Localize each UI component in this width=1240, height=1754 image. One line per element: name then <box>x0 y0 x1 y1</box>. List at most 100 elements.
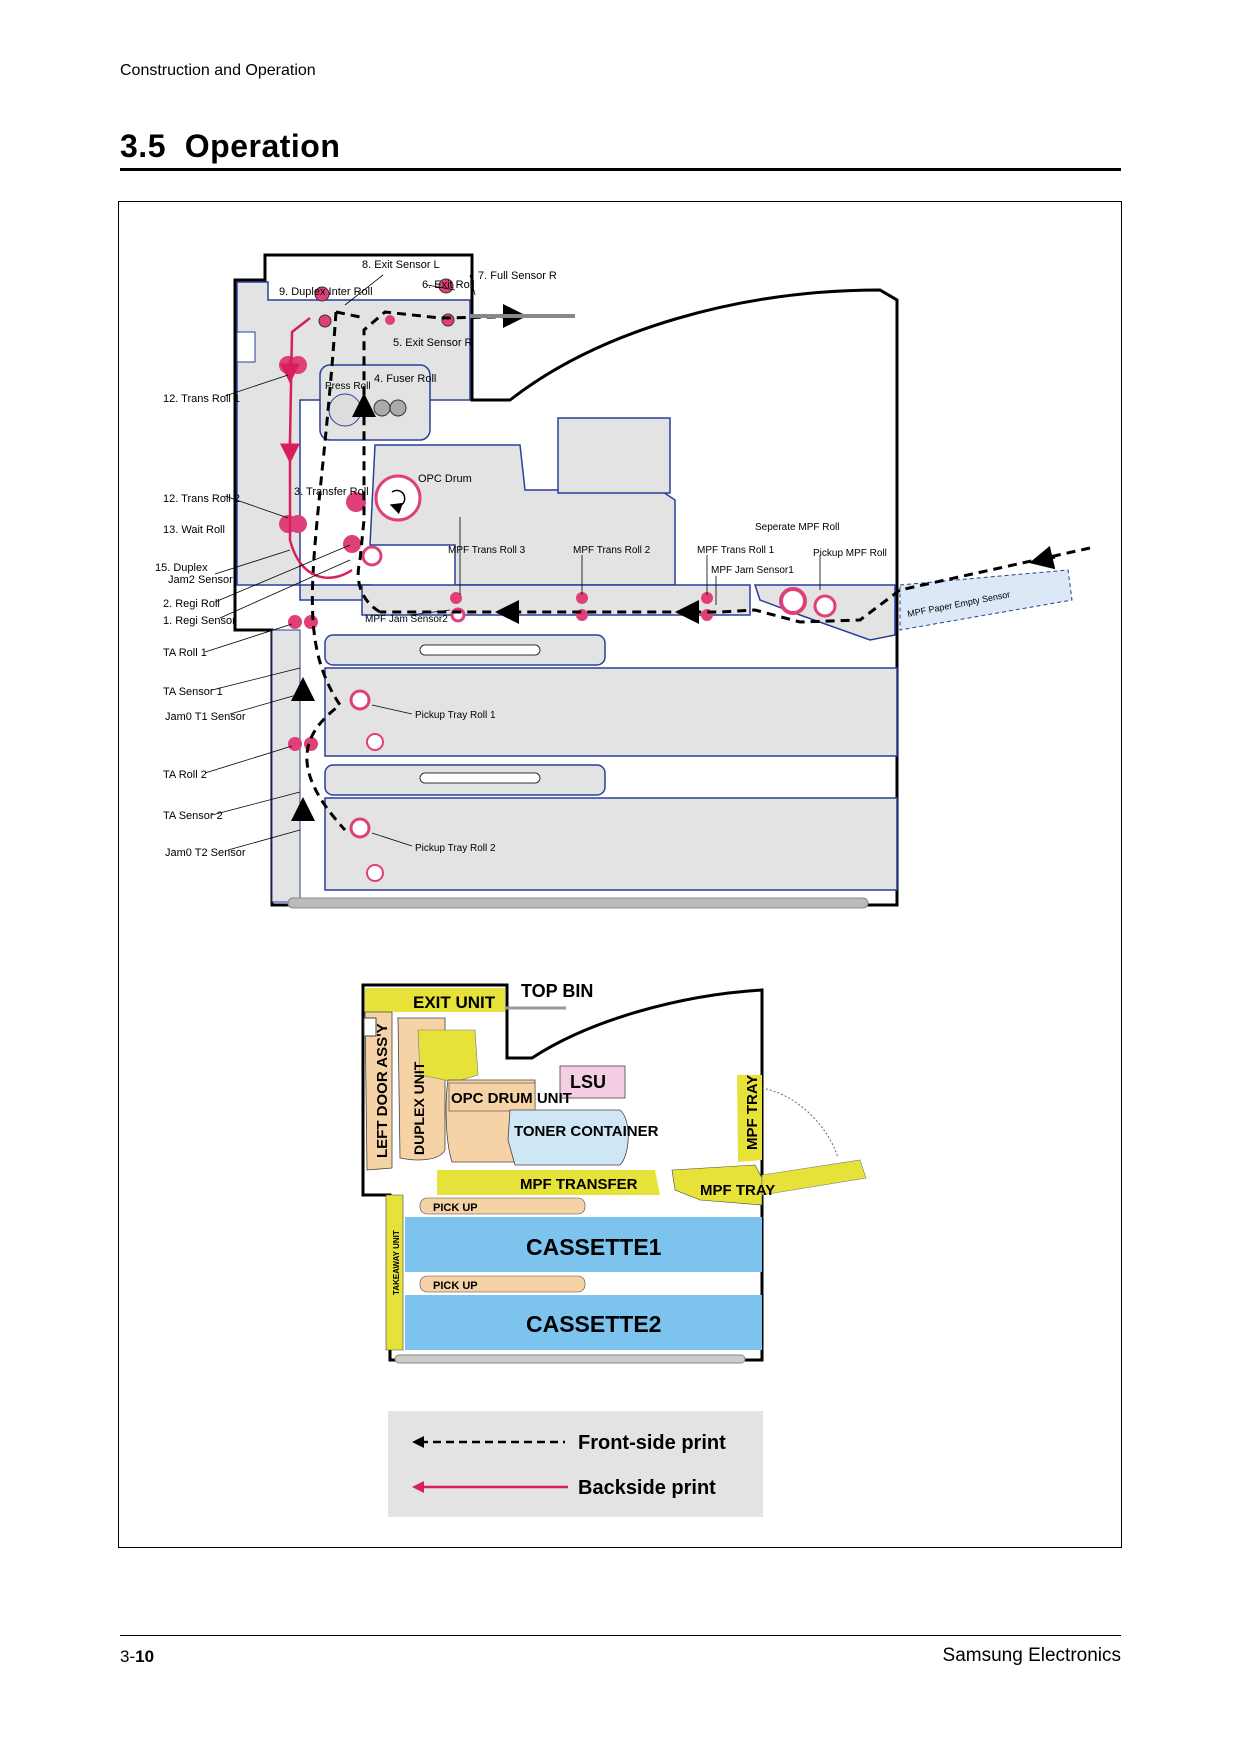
label-regi-sensor: 1. Regi Sensor <box>163 615 236 627</box>
label-full-sensor-r: 7. Full Sensor R <box>478 270 557 282</box>
exit-roll-lower <box>441 313 455 327</box>
label-mpf-jam-sensor1: MPF Jam Sensor1 <box>711 565 794 576</box>
label-exit-sensor-l: 8. Exit Sensor L <box>362 259 440 271</box>
label-fuser-roll: 4. Fuser Roll <box>374 373 436 385</box>
label-pickup-tray-roll-1: Pickup Tray Roll 1 <box>415 710 496 721</box>
section-title: 3.5 Operation <box>120 128 340 165</box>
legend-backside-label: Backside print <box>578 1477 716 1499</box>
label-pick-up-2: PICK UP <box>433 1280 478 1292</box>
label-pickup-mpf-roll: Pickup MPF Roll <box>813 548 887 559</box>
legend-front-side-arrow <box>412 1436 424 1448</box>
transfer-roll <box>346 492 366 512</box>
seperate-mpf-roll <box>779 587 807 615</box>
label-exit-roll: 6. Exit Roll <box>422 279 475 291</box>
cassette1 <box>405 1217 762 1272</box>
cassette2 <box>405 1295 762 1350</box>
section-number: 3.5 <box>120 128 166 164</box>
legend-box <box>388 1411 763 1517</box>
regi-roll <box>343 535 361 553</box>
paper-path-diagram: 8. Exit Sensor L 7. Full Sensor R 9. Dup… <box>155 253 1091 909</box>
label-mpf-tray-vertical: MPF TRAY <box>744 1075 761 1150</box>
cassette-1-lower <box>324 667 898 757</box>
pick-up-2 <box>419 1275 586 1293</box>
label-mpf-trans-roll-3: MPF Trans Roll 3 <box>448 545 526 556</box>
lsu-block <box>557 417 671 494</box>
label-jam0-t2-sensor: Jam0 T2 Sensor <box>165 847 246 859</box>
figure-frame <box>118 201 1122 1548</box>
cassette-1-slot <box>419 644 541 656</box>
label-left-door-assy: LEFT DOOR ASS'Y <box>374 1023 391 1158</box>
label-mpf-transfer: MPF TRANSFER <box>520 1176 638 1193</box>
label-pick-up-1: PICK UP <box>433 1202 478 1214</box>
opc-toner-block <box>369 444 676 586</box>
exit-sensor-l-roll <box>385 315 395 325</box>
takeaway-column <box>271 629 301 903</box>
label-top-bin: TOP BIN <box>521 981 593 1001</box>
title-rule <box>120 168 1121 171</box>
printer-base <box>287 897 869 909</box>
label-lsu: LSU <box>570 1072 606 1092</box>
pickup-tray-roll-2 <box>349 817 371 839</box>
running-header: Construction and Operation <box>120 62 316 79</box>
label-jam0-t1-sensor: Jam0 T1 Sensor <box>165 711 246 723</box>
left-door-handle-bottom <box>363 1017 377 1037</box>
toner-container <box>507 1109 629 1166</box>
label-cassette2: CASSETTE2 <box>526 1311 661 1337</box>
label-wait-roll: 13. Wait Roll <box>163 524 225 536</box>
exit-roll <box>438 278 454 294</box>
pickup-tray-roll-2b <box>366 864 384 882</box>
duplex-inter-roll-b <box>318 314 332 328</box>
trans-roll-2b <box>289 515 307 533</box>
press-roll <box>328 393 362 427</box>
ta-roll-1b <box>304 615 318 629</box>
label-seperate-mpf-roll: Seperate MPF Roll <box>755 522 839 533</box>
label-duplex-unit: DUPLEX UNIT <box>411 1061 427 1155</box>
legend: Front-side print Backside print <box>388 1411 763 1517</box>
footer-company: Samsung Electronics <box>942 1645 1121 1666</box>
ta-roll-1 <box>288 615 302 629</box>
label-exit-unit: EXIT UNIT <box>413 993 496 1012</box>
mpf-tray-body <box>671 1164 763 1206</box>
legend-backside-arrow <box>412 1481 424 1493</box>
page-number: 3-10 <box>120 1647 154 1667</box>
cassette-2-lower <box>324 797 898 891</box>
mpf-trans-roll-3 <box>450 592 462 604</box>
mpf-tray-extension-bottom <box>761 1159 867 1196</box>
label-exit-sensor-r: 5. Exit Sensor R <box>393 337 473 349</box>
label-mpf-jam-sensor2: MPF Jam Sensor2 <box>365 614 448 625</box>
label-cassette1: CASSETTE1 <box>526 1234 662 1260</box>
pickup-mpf-roll <box>813 594 837 618</box>
label-ta-roll-1: TA Roll 1 <box>163 647 207 659</box>
exit-unit-lower <box>417 1029 479 1083</box>
pick-up-1 <box>419 1197 586 1215</box>
unit-layout-diagram: EXIT UNIT TOP BIN LSU LEFT DOOR ASS'Y DU… <box>361 981 867 1364</box>
label-duplex-jam2-b: Jam2 Sensor <box>168 574 233 586</box>
lsu <box>559 1065 626 1099</box>
page-prefix: 3- <box>120 1647 136 1666</box>
label-regi-roll: 2. Regi Roll <box>163 598 220 610</box>
label-ta-sensor-2: TA Sensor 2 <box>163 810 223 822</box>
label-opc-drum: OPC Drum <box>418 473 472 485</box>
mpf-trans-roll-1 <box>701 592 713 604</box>
label-press-roll: Press Roll <box>325 381 371 392</box>
mpf-trans-roll-2 <box>576 592 588 604</box>
front-side-arrows <box>291 304 1056 821</box>
label-duplex-inter-roll: 9. Duplex Inter Roll <box>279 286 373 298</box>
opc-drum <box>374 474 422 522</box>
backside-path <box>288 317 353 579</box>
legend-front-side-label: Front-side print <box>578 1432 726 1454</box>
regi-roll-b <box>361 545 383 567</box>
mpf-tray-swing-arc <box>761 1087 839 1159</box>
label-trans-roll-2: 12. Trans Roll 2 <box>163 493 240 505</box>
mpf-transfer <box>437 1170 660 1195</box>
label-transfer-roll: 3. Transfer Roll <box>294 486 369 498</box>
ta-roll-2 <box>288 737 302 751</box>
left-door-handle <box>236 331 256 363</box>
opc-drum-rotation-icon <box>389 489 406 515</box>
label-pickup-tray-roll-2: Pickup Tray Roll 2 <box>415 843 496 854</box>
opc-drum-unit-label-box <box>448 1082 536 1112</box>
section-name: Operation <box>184 128 341 164</box>
pickup-tray-roll-1b <box>366 733 384 751</box>
front-side-path <box>305 310 1091 832</box>
